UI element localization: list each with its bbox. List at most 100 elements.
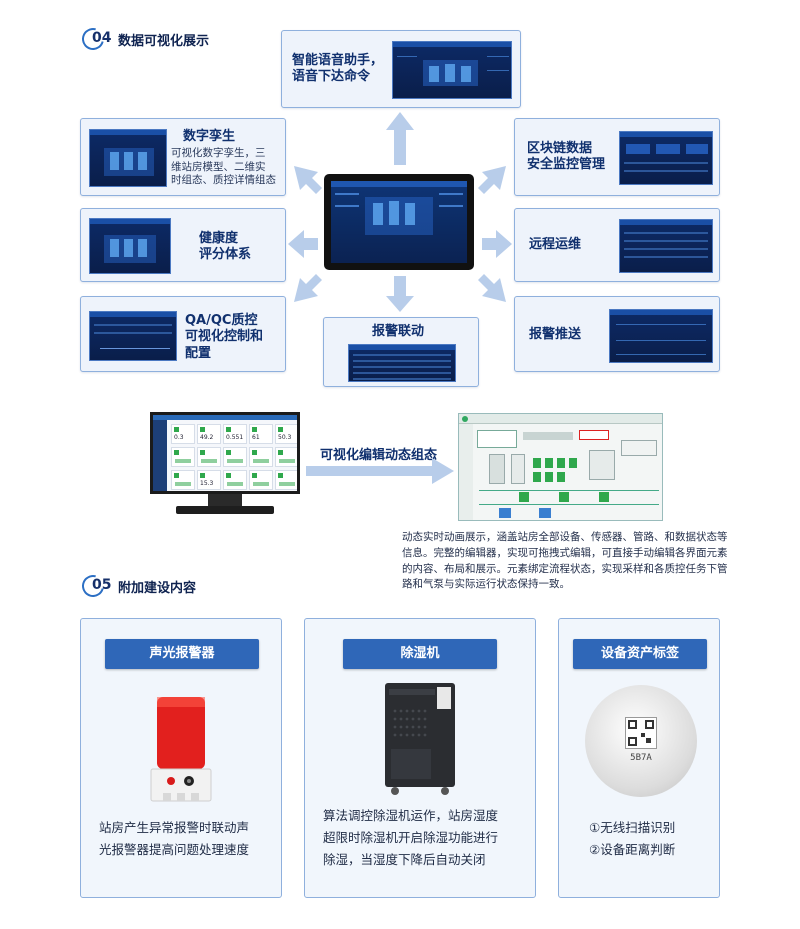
tile-value: 50.3 xyxy=(278,434,292,441)
status-icon xyxy=(200,427,205,432)
asset-tag-device: 5B7A xyxy=(585,685,697,797)
tile-bar xyxy=(201,459,217,463)
arrow-right-icon xyxy=(306,458,454,484)
editor-section-label: 可视化编辑动态组态 xyxy=(320,448,438,463)
card-blockchain: 区块链数据 安全监控管理 xyxy=(514,118,720,196)
central-monitor xyxy=(324,174,474,270)
card-title-line: 语音下达命令 xyxy=(292,69,371,85)
status-icon xyxy=(252,473,257,478)
tile-bar xyxy=(227,482,243,486)
radial-arrows xyxy=(288,112,512,312)
card-qa-qc: QA/QC质控 可视化控制和 配置 xyxy=(80,296,286,372)
dashboard-thumbnail xyxy=(619,131,713,185)
card-alarm-push: 报警推送 xyxy=(514,296,720,372)
dashboard-tile xyxy=(249,447,273,467)
card-title-line: 可视化控制和 xyxy=(185,329,264,345)
desc-line: 站房产生异常报警时联动声 xyxy=(99,820,250,835)
status-icon xyxy=(174,473,179,478)
card-title: 区块链数据 安全监控管理 xyxy=(527,141,605,174)
dehumidifier-description: 算法调控除湿机运作，站房湿度 超限时除湿机开启除湿功能进行 除湿，当湿度下降后自… xyxy=(323,805,498,871)
card-title-line: 区块链数据 xyxy=(527,141,593,156)
tag-code: 5B7A xyxy=(630,753,652,763)
arrow-right-icon xyxy=(482,230,512,258)
card-title: 健康度 评分体系 xyxy=(199,231,251,264)
arrow-down-icon xyxy=(386,276,414,312)
dashboard-thumbnail xyxy=(348,344,456,382)
desc-line: 光报警器提高问题处理速度 xyxy=(99,841,250,857)
status-icon xyxy=(252,427,257,432)
dehumidifier-label: 除湿机 xyxy=(343,639,497,669)
card-voice-assistant: 智能语音助手， 语音下达命令 xyxy=(281,30,521,108)
dashboard-thumbnail xyxy=(89,129,167,187)
status-icon xyxy=(174,427,179,432)
editor-screenshot xyxy=(458,413,663,521)
alarm-description: 站房产生异常报警时联动声 光报警器提高问题处理速度 xyxy=(99,817,249,861)
arrow-up-icon xyxy=(386,112,414,165)
card-digital-twin: 数字孪生 可视化数字孪生，三 维站房模型、二维实 时组态、质控详情组态 xyxy=(80,118,286,196)
asset-tag-label: 设备资产标签 xyxy=(573,639,707,669)
arrow-down-left-icon xyxy=(294,274,322,302)
status-icon xyxy=(226,450,231,455)
tile-bar xyxy=(227,459,243,463)
desc-line: 算法调控除湿机运作，站房湿度 xyxy=(323,808,499,823)
card-title-line: QA/QC质控 xyxy=(185,313,258,328)
card-title: 智能语音助手， 语音下达命令 xyxy=(292,53,383,86)
card-remote-ops: 远程运维 xyxy=(514,208,720,282)
dashboard-thumbnail xyxy=(89,311,177,361)
status-icon xyxy=(252,450,257,455)
card-title: 报警推送 xyxy=(529,327,582,342)
tile-value: 49.2 xyxy=(200,434,214,441)
desc-line: 超限时除湿机开启除湿功能进行 xyxy=(323,829,499,845)
asset-tag-description: ①无线扫描识别 ②设备距离判断 xyxy=(589,817,675,861)
extra-asset-tag-box: 设备资产标签 5B7A ①无线扫描识别 ②设备距离判断 xyxy=(558,618,720,898)
tile-value: 0.3 xyxy=(174,434,184,441)
desc-line: 时组态、质控详情组态 xyxy=(171,174,276,187)
tile-value: 15.3 xyxy=(200,480,214,487)
dashboard-tile: 0.3 xyxy=(171,424,195,444)
status-icon xyxy=(226,427,231,432)
section-title: 数据可视化展示 xyxy=(118,33,210,49)
dashboard-thumbnail xyxy=(392,41,512,99)
dashboard-tile xyxy=(223,470,247,490)
arrow-down-right-icon xyxy=(478,274,506,302)
dashboard-tile xyxy=(275,447,297,467)
desc-line: ②设备距离判断 xyxy=(589,841,676,857)
status-icon xyxy=(200,473,205,478)
monitor-stand xyxy=(208,494,242,506)
dashboard-tile xyxy=(275,470,297,490)
dashboard-tile xyxy=(171,447,195,467)
section-number: 04 xyxy=(92,30,112,46)
dashboard-tile xyxy=(197,447,221,467)
card-title-line: 评分体系 xyxy=(199,247,252,263)
desc-line: 除湿，当湿度下降后自动关闭 xyxy=(323,851,486,867)
section-title: 附加建设内容 xyxy=(118,580,197,596)
tile-value: 61 xyxy=(252,434,260,441)
extra-dehumidifier-box: 除湿机 算法调控除湿机运作，站房湿度 超限时除湿机开启除湿功能进行 除湿，当湿度… xyxy=(304,618,536,898)
section-05-header: 05 附加建设内容 xyxy=(77,570,197,602)
editor-description: 动态实时动画展示，涵盖站房全部设备、传感器、管路、和数据状态等信息。完整的编辑器… xyxy=(402,531,728,591)
dashboard-tile xyxy=(223,447,247,467)
status-icon xyxy=(278,450,283,455)
status-icon xyxy=(200,450,205,455)
card-title: 数字孪生 xyxy=(183,129,236,144)
alarm-light-icon xyxy=(150,697,212,802)
dashboard-thumbnail xyxy=(619,219,713,273)
dashboard-tile: 0.551 xyxy=(223,424,247,444)
monitor-screen xyxy=(331,181,467,263)
monitor-screen: 0.3 49.2 0.551 61 50.3 15.3 xyxy=(153,415,297,491)
section-number: 05 xyxy=(92,577,112,593)
card-alarm-linkage: 报警联动 xyxy=(323,317,479,387)
tile-bar xyxy=(279,482,295,486)
tile-bar xyxy=(175,482,191,486)
card-title-line: 健康度 xyxy=(199,231,239,246)
dashboard-tile: 61 xyxy=(249,424,273,444)
desc-line: 维站房模型、二维实 xyxy=(171,160,266,173)
arrow-left-icon xyxy=(288,230,318,258)
desc-line: ①无线扫描识别 xyxy=(589,820,676,835)
tile-bar xyxy=(253,482,269,486)
card-title-line: 配置 xyxy=(185,345,212,361)
dashboard-thumbnail xyxy=(89,218,171,274)
monitor-base xyxy=(176,506,274,514)
dashboard-tile: 50.3 xyxy=(275,424,297,444)
card-title-line: 安全监控管理 xyxy=(527,157,606,173)
